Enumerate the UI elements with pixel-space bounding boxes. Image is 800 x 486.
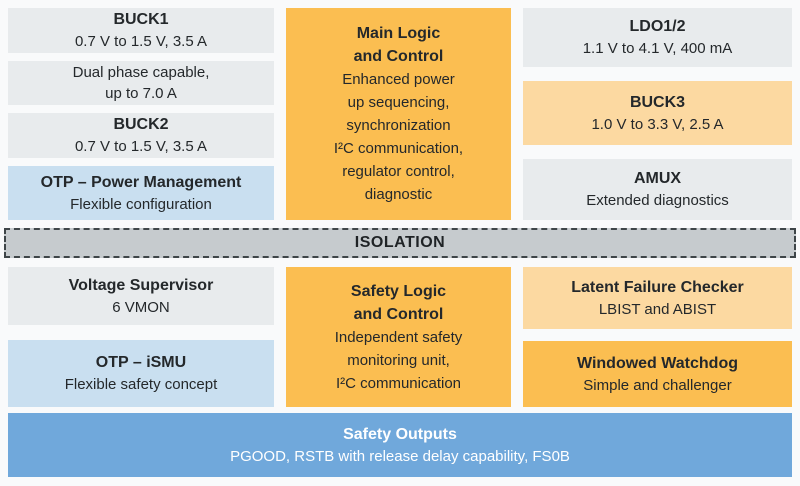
main-logic-body-line: synchronization <box>346 117 451 134</box>
latent-failure-checker-block: Latent Failure Checker LBIST and ABIST <box>523 267 792 329</box>
dual-phase-block: Dual phase capable, up to 7.0 A <box>8 61 274 105</box>
latent-failure-checker-desc: LBIST and ABIST <box>598 300 717 318</box>
voltage-supervisor-desc: 6 VMON <box>112 298 170 316</box>
windowed-watchdog-block: Windowed Watchdog Simple and challenger <box>523 341 792 407</box>
otp-ismu-block: OTP – iSMU Flexible safety concept <box>8 340 274 407</box>
isolation-label: ISOLATION <box>354 234 446 251</box>
safety-outputs-desc: PGOOD, RSTB with release delay capabilit… <box>230 448 570 465</box>
bottom-right-column: Latent Failure Checker LBIST and ABIST W… <box>523 267 792 407</box>
safety-outputs-bar: Safety Outputs PGOOD, RSTB with release … <box>8 413 792 477</box>
windowed-watchdog-desc: Simple and challenger <box>583 376 732 394</box>
main-logic-body-line: Enhanced power <box>342 71 455 88</box>
main-logic-title-line2: and Control <box>353 48 444 65</box>
top-section: BUCK1 0.7 V to 1.5 V, 3.5 A Dual phase c… <box>8 8 792 220</box>
bottom-section: Voltage Supervisor 6 VMON OTP – iSMU Fle… <box>8 267 792 407</box>
otp-ismu-title: OTP – iSMU <box>95 354 187 371</box>
buck2-spec: 0.7 V to 1.5 V, 3.5 A <box>74 138 208 155</box>
safety-logic-body-line: Independent safety <box>334 328 463 346</box>
buck2-title: BUCK2 <box>113 116 169 133</box>
buck3-block: BUCK3 1.0 V to 3.3 V, 2.5 A <box>523 81 792 145</box>
main-logic-body-line: regulator control, <box>342 163 455 180</box>
buck1-spec: 0.7 V to 1.5 V, 3.5 A <box>74 33 208 50</box>
safety-outputs-title: Safety Outputs <box>343 426 457 443</box>
isolation-bar: ISOLATION <box>4 228 796 258</box>
otp-pm-desc: Flexible configuration <box>70 195 212 213</box>
top-left-column: BUCK1 0.7 V to 1.5 V, 3.5 A Dual phase c… <box>8 8 274 220</box>
safety-logic-body-line: I²C communication <box>335 374 462 392</box>
main-logic-title-line1: Main Logic <box>356 25 441 42</box>
buck3-title: BUCK3 <box>629 93 686 111</box>
main-logic-control-block: Main Logic and Control Enhanced power up… <box>286 8 511 220</box>
main-logic-body-line: I²C communication, <box>333 140 464 157</box>
safety-logic-body-line: monitoring unit, <box>347 351 450 369</box>
voltage-supervisor-title: Voltage Supervisor <box>68 276 214 294</box>
dual-phase-line2: up to 7.0 A <box>105 85 177 102</box>
safety-logic-title-line2: and Control <box>353 305 444 323</box>
ldo12-spec: 1.1 V to 4.1 V, 400 mA <box>582 40 733 57</box>
otp-pm-title: OTP – Power Management <box>40 173 242 191</box>
main-logic-body-line: up sequencing, <box>347 94 450 111</box>
amux-desc: Extended diagnostics <box>586 192 729 209</box>
voltage-supervisor-block: Voltage Supervisor 6 VMON <box>8 267 274 325</box>
safety-logic-title-line1: Safety Logic <box>350 282 447 300</box>
ldo12-block: LDO1/2 1.1 V to 4.1 V, 400 mA <box>523 8 792 67</box>
buck2-block: BUCK2 0.7 V to 1.5 V, 3.5 A <box>8 113 274 158</box>
amux-title: AMUX <box>633 170 682 187</box>
dual-phase-line1: Dual phase capable, <box>72 64 210 81</box>
ldo12-title: LDO1/2 <box>629 18 686 35</box>
buck1-title: BUCK1 <box>113 11 169 28</box>
top-right-column: LDO1/2 1.1 V to 4.1 V, 400 mA BUCK3 1.0 … <box>523 8 792 220</box>
latent-failure-checker-title: Latent Failure Checker <box>571 278 744 296</box>
main-logic-body-line: diagnostic <box>364 186 433 203</box>
safety-logic-control-block: Safety Logic and Control Independent saf… <box>286 267 511 407</box>
bottom-left-column: Voltage Supervisor 6 VMON OTP – iSMU Fle… <box>8 267 274 407</box>
buck1-block: BUCK1 0.7 V to 1.5 V, 3.5 A <box>8 8 274 53</box>
otp-power-management-block: OTP – Power Management Flexible configur… <box>8 166 274 220</box>
buck3-spec: 1.0 V to 3.3 V, 2.5 A <box>591 115 724 133</box>
windowed-watchdog-title: Windowed Watchdog <box>576 354 738 372</box>
amux-block: AMUX Extended diagnostics <box>523 159 792 220</box>
otp-ismu-desc: Flexible safety concept <box>64 376 218 393</box>
